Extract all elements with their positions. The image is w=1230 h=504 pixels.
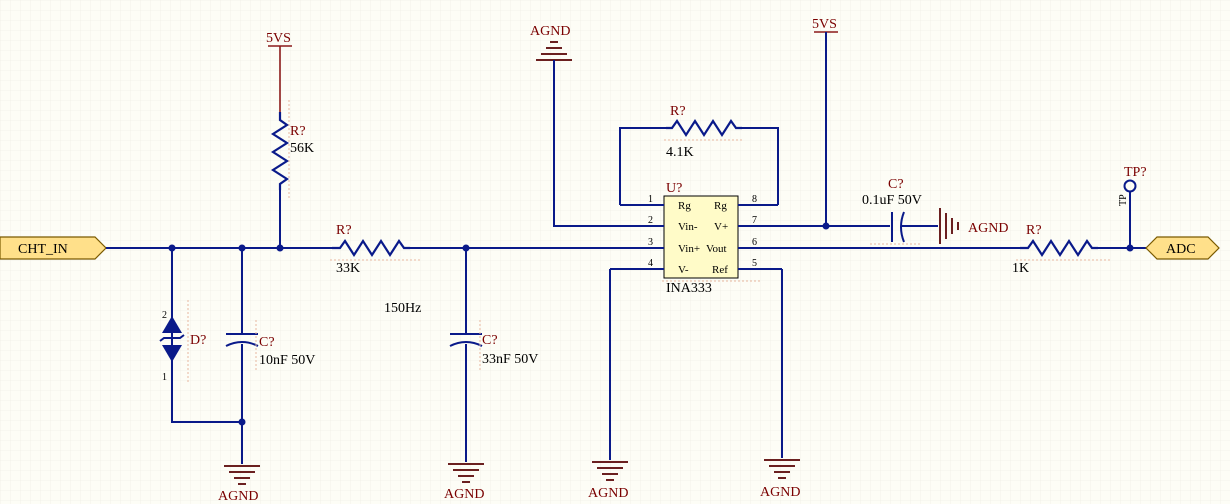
output-port-label: ADC — [1166, 242, 1196, 257]
vin-minus-wire — [553, 60, 648, 227]
output-port[interactable]: ADC — [1145, 236, 1220, 260]
pin-2-name: Vin- — [678, 221, 698, 233]
pin-4-num: 4 — [648, 258, 653, 269]
resistor-pullup-ref: R? — [290, 124, 306, 139]
zener-diode[interactable]: 2 1 D? — [159, 300, 206, 383]
diode-bottom-wire — [171, 366, 242, 423]
capacitor-input-value: 10nF 50V — [259, 353, 315, 368]
resistor-pullup[interactable]: R? 56K — [270, 100, 314, 200]
capacitor-filter[interactable]: C? 33nF 50V — [449, 320, 538, 372]
ground-decouple-label: AGND — [968, 221, 1008, 236]
amp-part: INA333 — [666, 281, 712, 296]
ground-amp-top-label: AGND — [530, 24, 570, 39]
resistor-series-value: 33K — [336, 261, 360, 276]
resistor-gain[interactable]: R? 4.1K — [664, 104, 744, 160]
gain-left-wire — [619, 127, 666, 205]
resistor-pullup-value: 56K — [290, 141, 314, 156]
ground-decouple: AGND — [939, 208, 1008, 244]
pin-6-name: Vout — [706, 243, 727, 255]
gain-right-wire — [742, 127, 779, 205]
power-5vs-right: 5VS — [812, 17, 838, 33]
power-5vs-left: 5VS — [266, 31, 292, 112]
resistor-output-value: 1K — [1012, 261, 1029, 276]
ground-vminus: AGND — [588, 461, 628, 501]
resistor-series[interactable]: R? 33K — [330, 223, 420, 276]
junction-ground-left — [238, 418, 246, 426]
input-port[interactable]: CHT_IN — [0, 236, 107, 260]
capacitor-input[interactable]: C? 10nF 50V — [225, 320, 315, 372]
pin-5-num: 5 — [752, 258, 757, 269]
resistor-output-ref: R? — [1026, 223, 1042, 238]
pin-7-num: 7 — [752, 215, 757, 226]
capacitor-decouple-ref: C? — [888, 177, 904, 192]
resistor-gain-value: 4.1K — [666, 145, 694, 160]
resistor-series-ref: R? — [336, 223, 352, 238]
pin-3-num: 3 — [648, 237, 653, 248]
pin-1-num: 1 — [648, 194, 653, 205]
junction-vplus — [822, 222, 830, 230]
pin-8-name: Rg — [714, 200, 727, 212]
power-5vs-left-label: 5VS — [266, 31, 291, 46]
amp-ref: U? — [666, 181, 682, 196]
pin-2-num: 2 — [648, 215, 653, 226]
diode-pin-bottom: 1 — [162, 372, 167, 383]
pin-3-name: Vin+ — [678, 243, 700, 255]
pin-8-num: 8 — [752, 194, 757, 205]
instrumentation-amplifier[interactable]: U? INA333 1 2 3 4 8 7 6 5 Rg Vin- Vin+ V… — [610, 181, 782, 296]
pin-4-name: V- — [678, 264, 689, 276]
ground-diode: AGND — [218, 465, 260, 504]
ground-cap2-label: AGND — [444, 487, 484, 502]
filter-annotation: 150Hz — [384, 301, 421, 316]
pin-6-num: 6 — [752, 237, 757, 248]
ground-vminus-label: AGND — [588, 486, 628, 501]
diode-pin-top: 2 — [162, 310, 167, 321]
input-port-label: CHT_IN — [18, 242, 68, 257]
capacitor-input-ref: C? — [259, 335, 275, 350]
capacitor-decouple[interactable]: C? 0.1uF 50V — [862, 177, 922, 245]
testpoint[interactable]: TP? TP — [1118, 165, 1147, 248]
testpoint-ref: TP? — [1124, 165, 1147, 180]
ground-amp-top: AGND — [530, 24, 572, 61]
ground-ref: AGND — [760, 459, 800, 500]
capacitor-filter-ref: C? — [482, 333, 498, 348]
ground-diode-label: AGND — [218, 489, 258, 504]
pin-7-name: V+ — [714, 221, 728, 233]
testpoint-pin-label: TP — [1118, 194, 1129, 206]
power-5vs-right-label: 5VS — [812, 17, 837, 32]
ground-ref-label: AGND — [760, 485, 800, 500]
resistor-output[interactable]: R? 1K — [1012, 223, 1112, 276]
diode-ref: D? — [190, 333, 206, 348]
ground-cap2: AGND — [444, 463, 484, 502]
capacitor-filter-value: 33nF 50V — [482, 352, 538, 367]
resistor-gain-ref: R? — [670, 104, 686, 119]
pin-1-name: Rg — [678, 200, 691, 212]
pin-5-name: Ref — [712, 264, 728, 276]
capacitor-decouple-value: 0.1uF 50V — [862, 193, 922, 208]
